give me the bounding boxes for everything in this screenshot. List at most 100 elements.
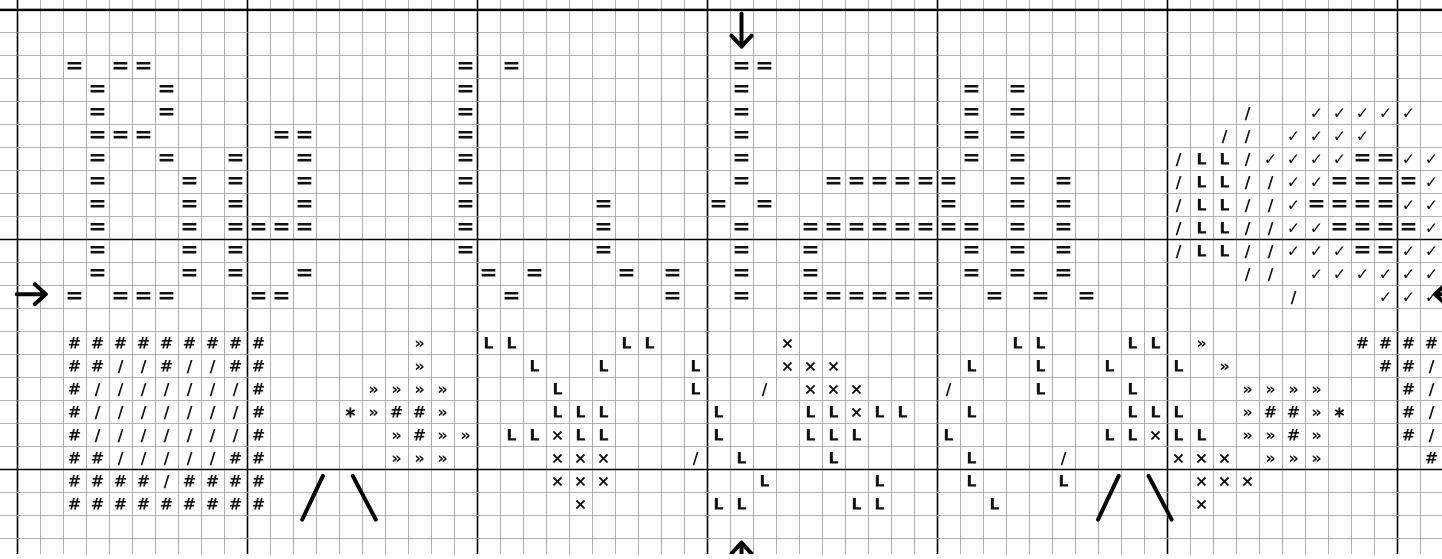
stitch-symbol: = bbox=[456, 54, 474, 79]
stitch-symbol: × bbox=[850, 403, 863, 422]
stitch-symbol: = bbox=[111, 284, 129, 309]
stitch-symbol: L bbox=[1173, 403, 1183, 422]
stitch-symbol: # bbox=[1402, 357, 1415, 376]
stitch-symbol: # bbox=[68, 426, 81, 445]
stitch-symbol: / bbox=[118, 380, 124, 399]
stitch-symbol: # bbox=[1379, 334, 1392, 353]
stitch-symbol: × bbox=[1241, 472, 1254, 491]
stitch-symbol: » bbox=[414, 449, 424, 468]
stitch-symbol: = bbox=[226, 261, 244, 286]
stitch-symbol: = bbox=[939, 192, 957, 217]
stitch-symbol: ✓ bbox=[1402, 104, 1415, 123]
stitch-symbol: L bbox=[1196, 196, 1206, 215]
stitch-symbol: » bbox=[1265, 426, 1275, 445]
stitch-symbol: = bbox=[594, 192, 612, 217]
stitch-symbol: = bbox=[939, 169, 957, 194]
stitch-symbol: # bbox=[229, 334, 242, 353]
stitch-symbol: L bbox=[805, 403, 815, 422]
stitch-symbol: = bbox=[893, 169, 911, 194]
stitch-symbol: = bbox=[456, 123, 474, 148]
stitch-symbol: # bbox=[1287, 426, 1300, 445]
stitch-symbol: = bbox=[1330, 192, 1348, 217]
stitch-symbol: / bbox=[1176, 242, 1182, 261]
stitch-symbol: = bbox=[1008, 261, 1026, 286]
stitch-symbol: L bbox=[529, 426, 539, 445]
stitch-symbol: / bbox=[187, 426, 193, 445]
stitch-symbol: = bbox=[88, 261, 106, 286]
stitch-symbol: = bbox=[456, 169, 474, 194]
stitch-symbol: ✓ bbox=[1333, 150, 1346, 169]
stitch-symbol: = bbox=[456, 238, 474, 263]
stitch-symbol: × bbox=[1195, 495, 1208, 514]
stitch-symbol: = bbox=[847, 169, 865, 194]
stitch-symbol: ∗ bbox=[1333, 403, 1346, 422]
stitch-symbol: = bbox=[249, 284, 267, 309]
stitch-symbol: L bbox=[1127, 426, 1137, 445]
stitch-symbol: = bbox=[709, 192, 727, 217]
stitch-symbol: = bbox=[824, 215, 842, 240]
stitch-symbol: / bbox=[1245, 104, 1251, 123]
stitch-symbol: # bbox=[206, 472, 219, 491]
stitch-symbol: = bbox=[180, 169, 198, 194]
stitch-symbol: = bbox=[226, 169, 244, 194]
stitch-symbol: ✓ bbox=[1402, 196, 1415, 215]
stitch-symbol: = bbox=[870, 169, 888, 194]
stitch-symbol: ∗ bbox=[344, 403, 357, 422]
stitch-symbol: / bbox=[1176, 150, 1182, 169]
stitch-symbol: » bbox=[1242, 426, 1252, 445]
stitch-symbol: = bbox=[1307, 192, 1325, 217]
stitch-symbol: / bbox=[1268, 196, 1274, 215]
stitch-symbol: # bbox=[114, 334, 127, 353]
stitch-symbol: = bbox=[1008, 238, 1026, 263]
stitch-symbol: ✓ bbox=[1425, 150, 1438, 169]
stitch-symbol: × bbox=[1218, 449, 1231, 468]
stitch-symbol: / bbox=[1176, 219, 1182, 238]
stitch-symbol: ✓ bbox=[1333, 127, 1346, 146]
stitch-symbol: = bbox=[1353, 146, 1371, 171]
stitch-symbol: = bbox=[732, 215, 750, 240]
stitch-symbol: = bbox=[65, 284, 83, 309]
stitch-symbol: = bbox=[295, 123, 313, 148]
stitch-symbol: = bbox=[1399, 215, 1417, 240]
stitch-symbol: # bbox=[137, 334, 150, 353]
stitch-symbol: ✓ bbox=[1287, 127, 1300, 146]
stitch-symbol: # bbox=[229, 449, 242, 468]
stitch-symbol: = bbox=[617, 261, 635, 286]
stitch-symbol: L bbox=[966, 449, 976, 468]
stitch-symbol: L bbox=[713, 403, 723, 422]
stitch-symbol: = bbox=[962, 123, 980, 148]
stitch-symbol: / bbox=[210, 357, 216, 376]
stitch-symbol: » bbox=[1219, 357, 1229, 376]
stitch-symbol: = bbox=[272, 215, 290, 240]
stitch-symbol: / bbox=[1176, 196, 1182, 215]
stitch-symbol: » bbox=[437, 449, 447, 468]
stitch-symbol: = bbox=[1008, 146, 1026, 171]
stitch-symbol: ✓ bbox=[1287, 219, 1300, 238]
stitch-symbol: L bbox=[552, 380, 562, 399]
stitch-symbol: × bbox=[551, 426, 564, 445]
stitch-symbol: L bbox=[1219, 219, 1229, 238]
stitch-symbol: » bbox=[391, 380, 401, 399]
stitch-symbol: » bbox=[1311, 426, 1321, 445]
stitch-symbol: / bbox=[1245, 219, 1251, 238]
stitch-symbol: × bbox=[574, 495, 587, 514]
stitch-symbol: = bbox=[295, 261, 313, 286]
stitch-symbol: = bbox=[1353, 215, 1371, 240]
stitch-symbol: = bbox=[1330, 169, 1348, 194]
stitch-symbol: L bbox=[1219, 196, 1229, 215]
stitch-symbol: ✓ bbox=[1333, 104, 1346, 123]
stitch-symbol: » bbox=[368, 403, 378, 422]
stitch-symbol: » bbox=[437, 403, 447, 422]
stitch-symbol: / bbox=[1245, 196, 1251, 215]
stitch-symbol: / bbox=[1245, 265, 1251, 284]
stitch-symbol: ✓ bbox=[1310, 265, 1323, 284]
backstitch bbox=[1098, 476, 1119, 520]
stitch-symbol: L bbox=[736, 449, 746, 468]
stitch-symbol: = bbox=[732, 146, 750, 171]
stitch-symbol: # bbox=[1425, 334, 1438, 353]
stitch-symbol: ✓ bbox=[1425, 242, 1438, 261]
stitch-symbol: L bbox=[805, 426, 815, 445]
stitch-symbol: # bbox=[68, 403, 81, 422]
stitch-symbol: = bbox=[134, 123, 152, 148]
stitch-symbol: ✓ bbox=[1287, 196, 1300, 215]
